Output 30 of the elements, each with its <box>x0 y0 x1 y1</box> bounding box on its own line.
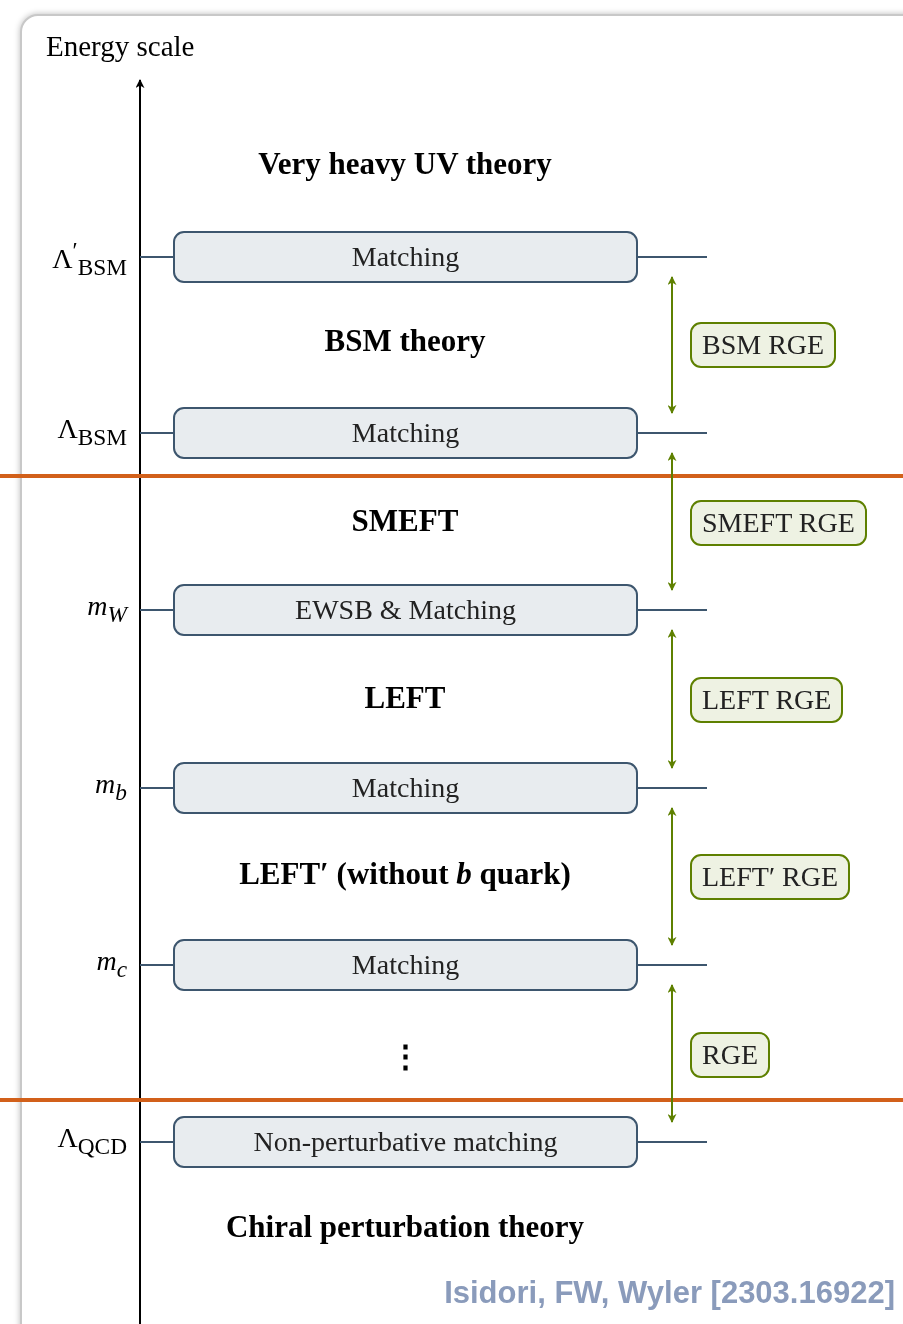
theory-label: LEFT <box>364 680 446 716</box>
ellipsis: ⋮ <box>389 1038 421 1075</box>
scale-label: m$_{W}$ <box>87 590 127 628</box>
matching-box: Matching <box>173 762 638 814</box>
theory-label: LEFT′ (without b quark) <box>239 856 571 892</box>
matching-box: Non-perturbative matching <box>173 1116 638 1168</box>
matching-box: Matching <box>173 231 638 283</box>
rge-arrow <box>667 984 677 1123</box>
theory-label: BSM theory <box>324 323 486 359</box>
scale-label: Λ$_{BSM}$ <box>57 413 127 451</box>
scale-label: m$_{b}$ <box>95 768 127 806</box>
scale-label: Λ$_{QCD}$ <box>57 1122 127 1160</box>
rge-label-box: RGE <box>690 1032 770 1078</box>
matching-box: Matching <box>173 407 638 459</box>
rge-label-box: LEFT′ RGE <box>690 854 850 900</box>
rge-arrow <box>667 807 677 946</box>
citation: Isidori, FW, Wyler [2303.16922] <box>444 1275 895 1311</box>
rge-arrow <box>667 629 677 769</box>
matching-box: EWSB & Matching <box>173 584 638 636</box>
matching-box: Matching <box>173 939 638 991</box>
rge-arrow <box>667 452 677 591</box>
rge-label-box: BSM RGE <box>690 322 837 368</box>
rge-arrow <box>667 276 677 414</box>
axis-label: Energy scale <box>46 30 195 63</box>
theory-label: SMEFT <box>351 503 459 539</box>
rge-label-box: LEFT RGE <box>690 677 844 723</box>
theory-label: Chiral perturbation theory <box>225 1209 585 1245</box>
scale-label: m$_{c}$ <box>96 945 127 983</box>
rge-label-box: SMEFT RGE <box>690 500 867 546</box>
theory-label: Very heavy UV theory <box>258 146 552 182</box>
